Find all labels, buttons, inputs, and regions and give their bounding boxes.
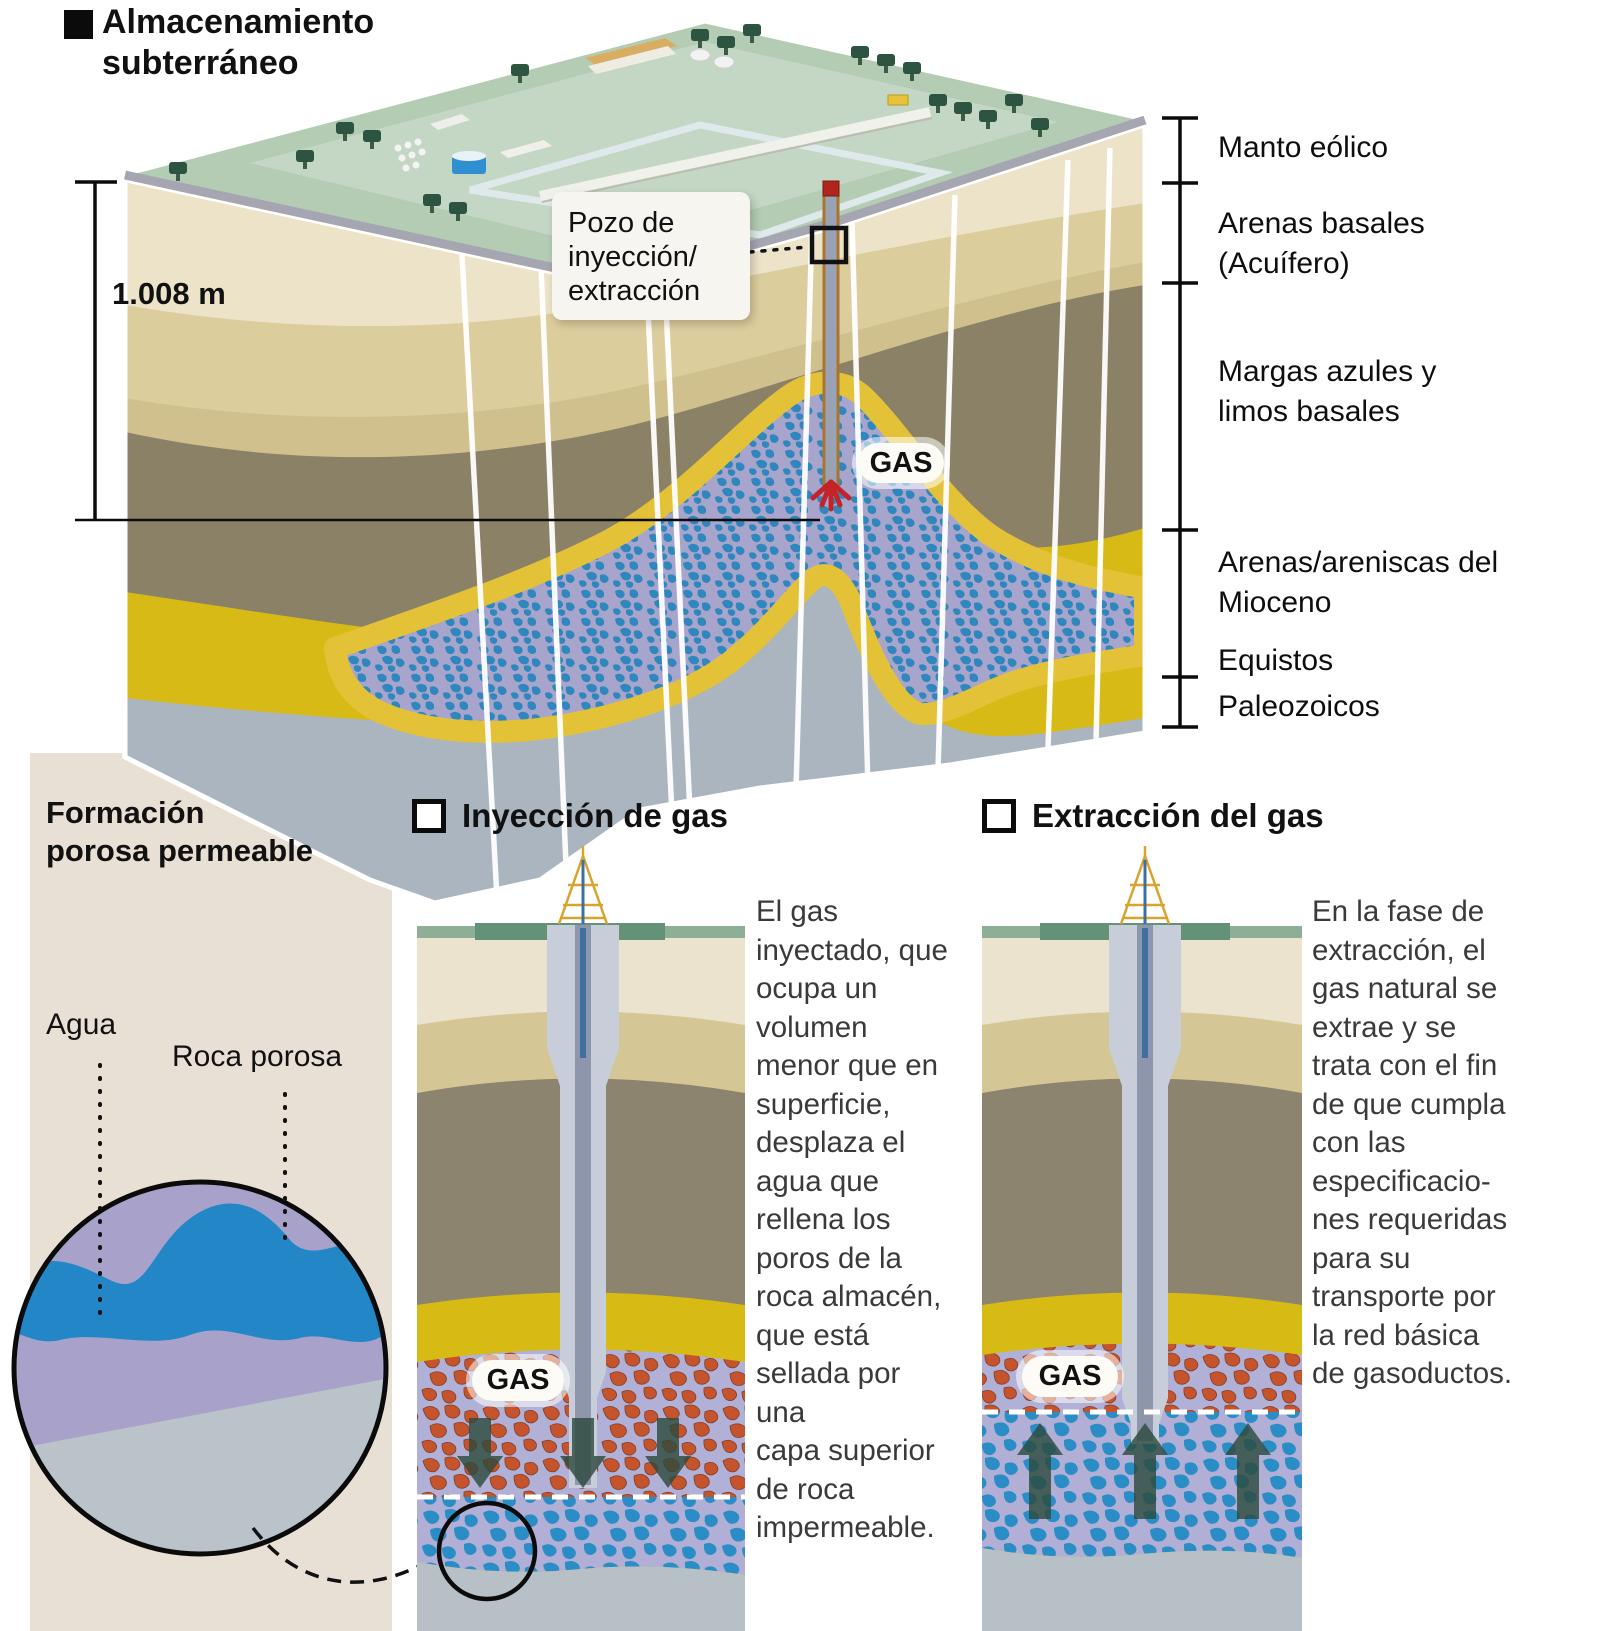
page-title: Almacenamiento subterráneo (102, 3, 375, 82)
strata-bracket (1162, 116, 1198, 729)
extraction-heading: Extracción del gas (982, 797, 1324, 835)
injection-extraction-well (810, 180, 852, 512)
facility-building (430, 114, 470, 130)
stratum-label-manto-eolico: Manto eólico (1218, 131, 1389, 164)
extraction-description: En la fase de extracción, el gas natural… (1312, 895, 1513, 1390)
injection-heading-label: Inyección de gas (462, 797, 728, 834)
injection-panel (417, 846, 745, 1631)
water-in-pores (14, 1203, 386, 1342)
facility-building-roof (585, 38, 677, 66)
stratum-label-arenas-basales: Arenas basales (Acuífero) (1218, 207, 1425, 280)
stratum-label-margas-azules: Margas azules y limos basales (1218, 355, 1437, 428)
gas-down-arrows (457, 1418, 691, 1488)
gas-up-arrows (1017, 1423, 1271, 1519)
cooling-towers (394, 138, 426, 172)
roca-porosa-label: Roca porosa (172, 1040, 343, 1073)
storage-tank (713, 55, 735, 69)
wellhead (822, 180, 840, 197)
agua-label: Agua (46, 1008, 117, 1041)
gas-label-main: GAS (858, 443, 944, 483)
extraction-panel (982, 846, 1302, 1631)
gas-label-extraction: GAS (1022, 1356, 1118, 1397)
well-pipe (575, 925, 591, 1485)
detail-circle (436, 1500, 538, 1602)
pipeline-rack (538, 107, 932, 201)
porous-formation-detail (11, 1063, 438, 1584)
well-callout-label: Pozo de inyección/ extracción (552, 192, 750, 320)
extraction-heading-label: Extracción del gas (1032, 797, 1324, 834)
depth-label: 1.008 m (112, 276, 226, 311)
stratum-label-equistos: Equistos Paleozoicos (1218, 644, 1380, 723)
stratum-label-arenas-mioceno: Arenas/areniscas del Mioceno (1218, 546, 1499, 619)
depth-bracket (75, 180, 820, 522)
storage-tank (689, 48, 711, 62)
gas-label-injection: GAS (472, 1360, 564, 1401)
well-callout-leader (748, 245, 810, 254)
injection-heading: Inyección de gas (412, 797, 728, 835)
well-callout-target-square (809, 225, 849, 265)
facility-pad (250, 42, 1058, 250)
truck (887, 94, 909, 106)
water-tank (452, 156, 486, 174)
detail-connector (251, 1526, 438, 1584)
well-pipe (1137, 925, 1153, 1441)
block-front-face (125, 120, 1145, 903)
fault-lines (459, 147, 1113, 899)
water-filled-porous-rock (417, 1497, 745, 1575)
title-square-icon (64, 10, 93, 39)
open-square-icon (412, 799, 446, 833)
open-square-icon (982, 799, 1016, 833)
injection-description: El gas inyectado, que ocupa un volumen m… (756, 895, 948, 1544)
formation-panel-title: Formación porosa permeable (46, 795, 314, 868)
gas-injection-spray (810, 479, 852, 512)
